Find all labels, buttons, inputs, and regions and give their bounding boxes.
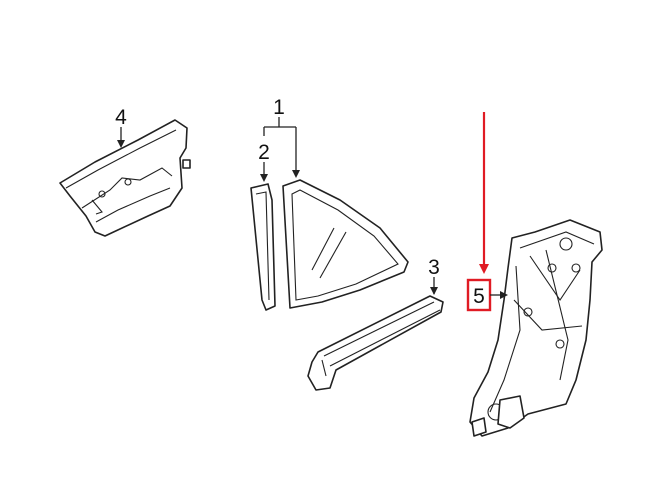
- callout-5: 5: [473, 285, 485, 308]
- arrow-2: [260, 174, 268, 182]
- part-1-quarter-glass: [282, 179, 409, 309]
- callout-1: 1: [273, 96, 285, 119]
- leader-1: [263, 117, 297, 176]
- callout-4: 4: [115, 106, 127, 129]
- part-2-seal: [250, 183, 276, 311]
- arrow-5: [500, 291, 508, 299]
- callout-2: 2: [258, 141, 270, 164]
- highlight-arrowhead: [479, 264, 489, 274]
- arrow-4: [117, 140, 125, 148]
- part-3-weatherstrip: [307, 295, 444, 391]
- callout-3: 3: [428, 256, 440, 279]
- arrow-1: [292, 170, 300, 178]
- part-5-window-regulator: [469, 219, 603, 437]
- arrow-3: [430, 287, 438, 295]
- part-4-trim-panel: [59, 119, 191, 237]
